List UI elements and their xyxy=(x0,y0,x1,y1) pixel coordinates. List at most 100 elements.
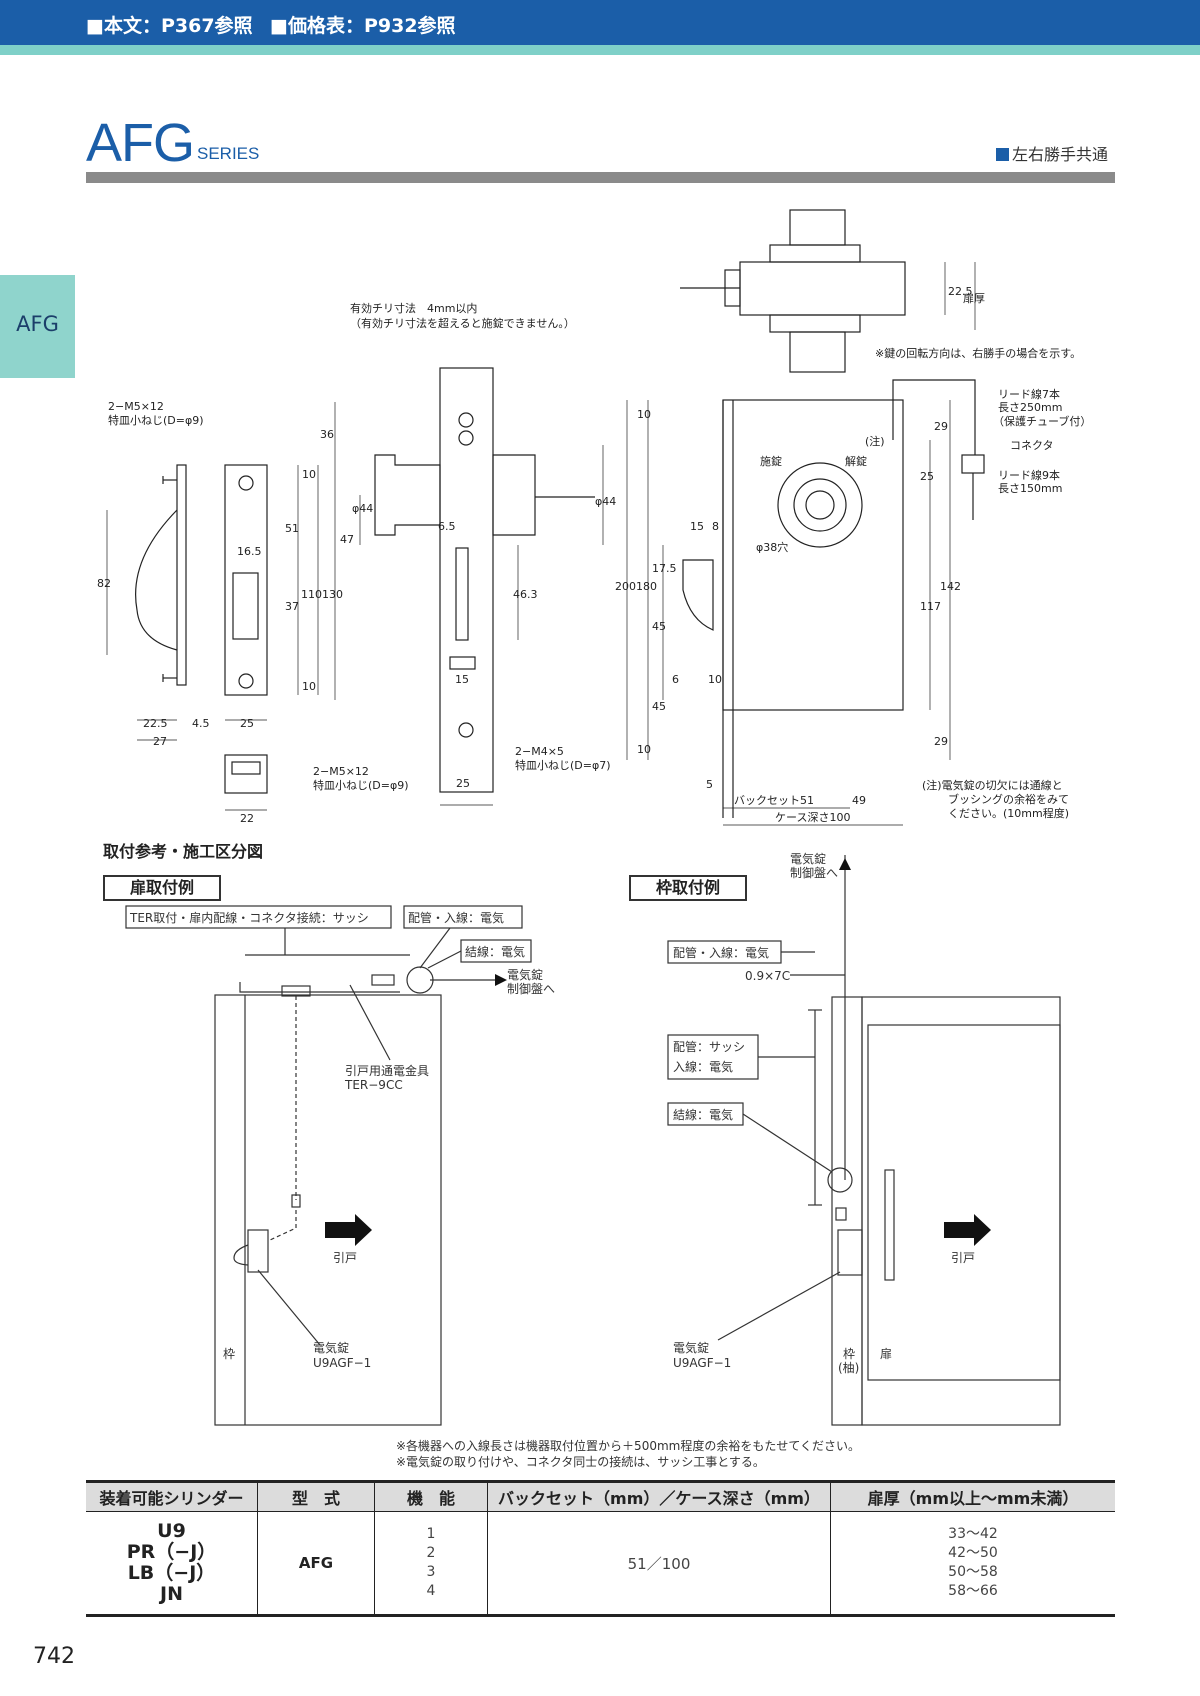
dim-10e: 10 xyxy=(708,673,722,686)
wiring2: 結線：電気 xyxy=(673,1107,733,1122)
side-index-tab[interactable]: AFG xyxy=(0,275,75,378)
dim-37: 37 xyxy=(285,600,299,613)
wiring-electric: 結線：電気 xyxy=(465,944,525,959)
screw-spec-1a: 2−M5×12 xyxy=(108,400,164,413)
screw-spec-2b: 特皿小ねじ(D=φ9) xyxy=(313,778,409,792)
note-c: ください。(10mm程度) xyxy=(948,806,1069,820)
case-depth-label: ケース深さ100 xyxy=(775,811,850,824)
spec-table: 装着可能シリンダー 型 式 機 能 バックセット（mm）／ケース深さ（mm） 扉… xyxy=(86,1480,1115,1617)
door-leaf-label: 扉 xyxy=(880,1347,892,1361)
dim-130: 130 xyxy=(322,588,343,601)
model-cell: AFG xyxy=(257,1511,375,1617)
table-header-row: 装着可能シリンダー 型 式 機 能 バックセット（mm）／ケース深さ（mm） 扉… xyxy=(86,1480,1115,1512)
technical-drawing: 有効チリ寸法 4mm以内 （有効チリ寸法を超えると施錠できません。） 2−M5×… xyxy=(97,209,1091,826)
dim-4-5: 4.5 xyxy=(192,717,210,730)
dim-44a: φ44 xyxy=(352,502,373,515)
price-reference: ■価格表：P932参照 xyxy=(270,15,456,37)
dim-22-5b: 22.5 xyxy=(948,285,973,298)
dim-27: 27 xyxy=(153,735,167,748)
title-rule xyxy=(86,172,1115,183)
dim-180: 180 xyxy=(636,580,657,593)
dim-200: 200 xyxy=(615,580,636,593)
page-subtitle: SERIES xyxy=(197,144,260,163)
dim-10b: 10 xyxy=(302,680,316,693)
page-number: 742 xyxy=(33,1644,75,1669)
lead7-c: （保護チューブ付） xyxy=(993,414,1091,428)
header-stripe xyxy=(0,45,1200,55)
screw-spec-1b: 特皿小ねじ(D=φ9) xyxy=(108,413,204,427)
col-door-thickness: 扉厚（mm以上〜mm未満） xyxy=(830,1480,1115,1512)
dim-45b: 45 xyxy=(652,700,666,713)
frame2-sub: (柚) xyxy=(838,1360,859,1375)
lock-a: 電気錠 xyxy=(313,1340,349,1355)
chu-mark: (注) xyxy=(865,434,885,448)
square-bullet-icon xyxy=(996,148,1009,161)
thickness-item: 50〜58 xyxy=(948,1564,998,1580)
lock-b: U9AGF−1 xyxy=(313,1356,371,1370)
screw-spec-2a: 2−M5×12 xyxy=(313,765,369,778)
sliding-door-2: 引戸 xyxy=(951,1251,975,1265)
cylinder-item: U9 xyxy=(157,1520,186,1542)
ter-b: TER−9CC xyxy=(344,1078,403,1092)
function-item: 3 xyxy=(426,1564,436,1580)
screw-spec-3a: 2−M4×5 xyxy=(515,745,564,758)
controller-b: 制御盤へ xyxy=(507,981,555,996)
hand-note-text: 左右勝手共通 xyxy=(1012,145,1109,164)
dim-25b: 25 xyxy=(456,777,470,790)
lead7-a: リード線7本 xyxy=(998,387,1060,401)
dim-25c: 25 xyxy=(920,470,934,483)
dim-16-5: 16.5 xyxy=(237,545,262,558)
cylinder-item: LB（−J） xyxy=(127,1562,216,1584)
lock2-b: U9AGF−1 xyxy=(673,1356,731,1370)
thickness-list: 33〜42 42〜50 50〜58 58〜66 xyxy=(830,1511,1115,1617)
function-item: 1 xyxy=(426,1526,436,1542)
screw-spec-3b: 特皿小ねじ(D=φ7) xyxy=(515,758,611,772)
dim-49: 49 xyxy=(852,794,866,807)
rotation-note: ※鍵の回転方向は、右勝手の場合を示す。 xyxy=(875,346,1081,360)
dim-46-3: 46.3 xyxy=(513,588,538,601)
cylinder-item: JN xyxy=(160,1583,183,1605)
door-example-label: 扉取付例 xyxy=(103,875,221,901)
hole-38: φ38穴 xyxy=(756,540,788,554)
frame-example-label: 枠取付例 xyxy=(629,875,747,901)
dim-25a: 25 xyxy=(240,717,254,730)
dim-47: 47 xyxy=(340,533,354,546)
controller2-a: 電気錠 xyxy=(790,851,826,866)
dim-10a: 10 xyxy=(302,468,316,481)
dim-10d: 10 xyxy=(637,743,651,756)
col-backset: バックセット（mm）／ケース深さ（mm） xyxy=(487,1480,831,1512)
piping2: 配管・入線：電気 xyxy=(673,945,769,960)
cylinder-item: PR（−J） xyxy=(126,1541,217,1563)
dim-17-5: 17.5 xyxy=(652,562,677,575)
chiri-note: 有効チリ寸法 4mm以内 xyxy=(350,301,477,315)
connector-label: コネクタ xyxy=(1010,439,1054,452)
sliding-door: 引戸 xyxy=(333,1251,357,1265)
frame2-label: 枠 xyxy=(843,1347,855,1361)
dim-22: 22 xyxy=(240,812,254,825)
dim-82: 82 xyxy=(97,577,111,590)
thickness-item: 33〜42 xyxy=(948,1526,998,1542)
thickness-item: 58〜66 xyxy=(948,1583,998,1599)
install-diagram: TER取付・扉内配線・コネクタ接続：サッシ 配管・入線：電気 結線：電気 電気錠… xyxy=(125,851,1061,1426)
lock-direction: 施錠 xyxy=(760,454,782,468)
backset-cell: 51／100 xyxy=(487,1511,831,1617)
controller-a: 電気錠 xyxy=(507,967,543,982)
door-thickness-label: 扉厚 xyxy=(963,292,985,305)
wiring-in: 入線：電気 xyxy=(673,1059,733,1074)
controller2-b: 制御盤へ xyxy=(790,865,838,880)
table-row: U9 PR（−J） LB（−J） JN AFG 1 2 3 4 51／100 3… xyxy=(86,1511,1115,1617)
thickness-item: 42〜50 xyxy=(948,1545,998,1561)
header-bar: ■本文：P367参照 ■価格表：P932参照 xyxy=(0,0,1200,45)
col-function: 機 能 xyxy=(374,1480,488,1512)
function-list: 1 2 3 4 xyxy=(374,1511,488,1617)
frame-label: 枠 xyxy=(223,1347,235,1361)
cylinder-list: U9 PR（−J） LB（−J） JN xyxy=(86,1511,258,1617)
dim-8: 8 xyxy=(712,520,719,533)
wire-spec: 0.9×7C xyxy=(745,969,790,983)
side-tab-label: AFG xyxy=(16,312,59,336)
chiri-note-2: （有効チリ寸法を超えると施錠できません。） xyxy=(350,316,575,330)
footnote-1: ※各機器への入線長さは機器取付位置から＋500mm程度の余裕をもたせてください。 xyxy=(396,1439,860,1453)
dim-5: 5 xyxy=(706,778,713,791)
page-title: AFG xyxy=(86,113,195,173)
lead9-a: リード線9本 xyxy=(998,468,1060,482)
